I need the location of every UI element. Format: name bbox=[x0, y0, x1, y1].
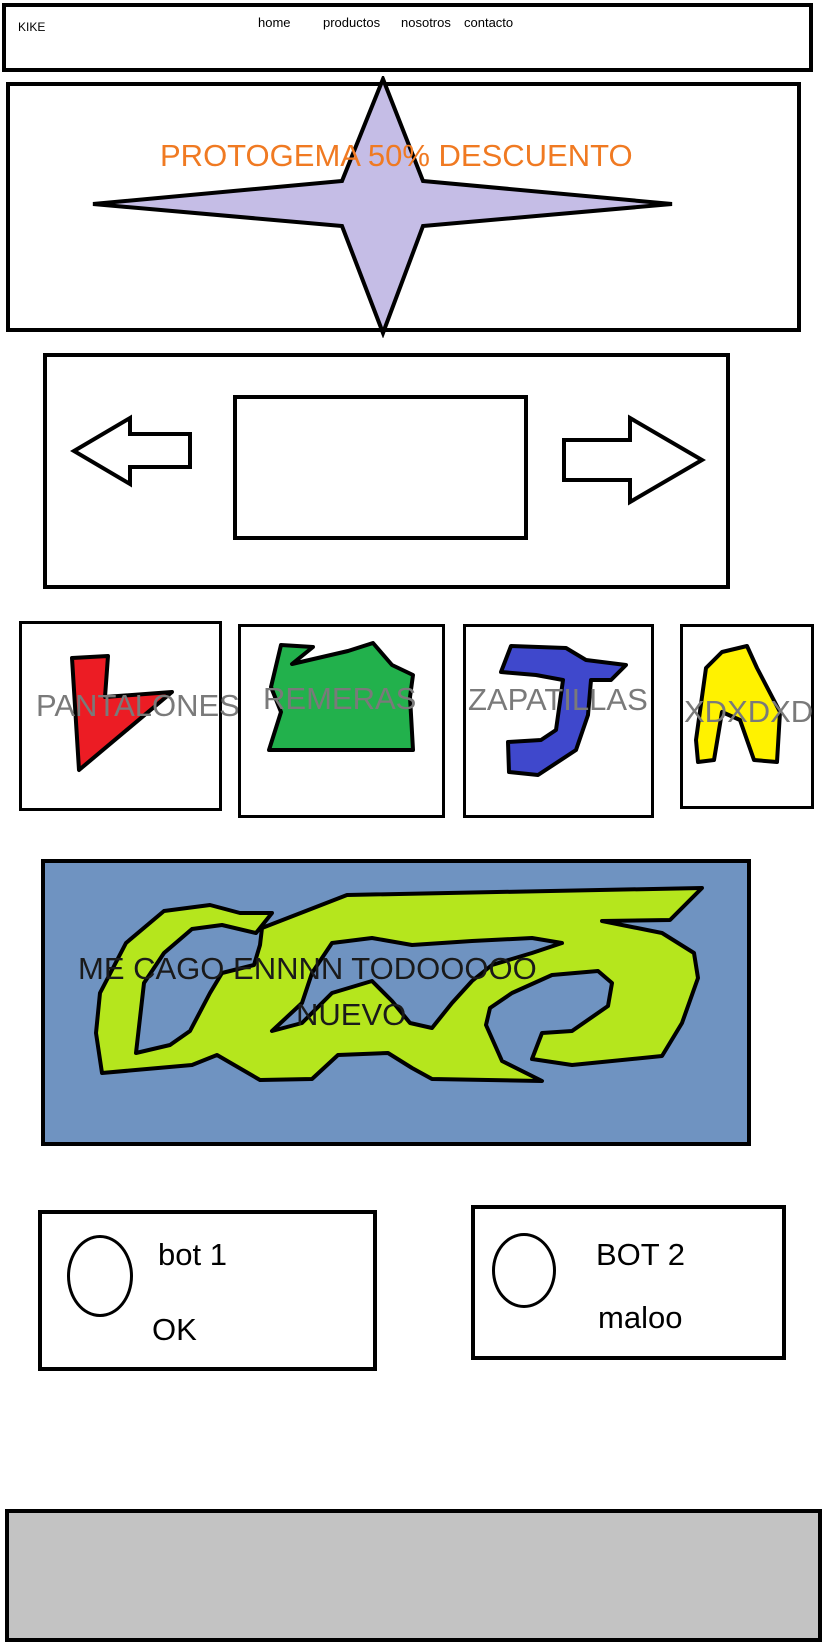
radio-circle-icon[interactable] bbox=[492, 1233, 556, 1308]
bot-1-subtitle: OK bbox=[152, 1312, 197, 1347]
green-scribble-icon bbox=[94, 886, 704, 1083]
yellow-shape-icon bbox=[694, 644, 782, 764]
bot-2-subtitle: maloo bbox=[598, 1300, 683, 1335]
category-label: REMERAS bbox=[263, 681, 417, 716]
category-label: ZAPATILLAS bbox=[468, 682, 648, 717]
green-shape-icon bbox=[267, 641, 415, 752]
header bbox=[2, 3, 813, 72]
carousel-slide[interactable] bbox=[233, 395, 528, 540]
blue-shape-icon bbox=[499, 644, 628, 777]
nav-contacto[interactable]: contacto bbox=[464, 15, 514, 30]
nav-productos[interactable]: productos bbox=[323, 15, 381, 30]
category-label: XDXDXD bbox=[684, 694, 814, 729]
footer bbox=[5, 1509, 822, 1642]
banner-subtitle: NUEVO bbox=[296, 997, 407, 1032]
banner-title: ME CAGO ENNNN TODOOOOO bbox=[78, 951, 537, 986]
nav-nosotros[interactable]: nosotros bbox=[401, 15, 451, 30]
bot-1-title: bot 1 bbox=[158, 1237, 227, 1272]
bot-2-title: BOT 2 bbox=[596, 1237, 686, 1272]
arrow-right-icon[interactable] bbox=[560, 414, 706, 506]
nav-home[interactable]: home bbox=[258, 15, 291, 30]
category-label: PANTALONES bbox=[36, 688, 240, 723]
brand-logo[interactable]: KIKE bbox=[18, 20, 46, 34]
radio-circle-icon[interactable] bbox=[67, 1235, 133, 1317]
arrow-left-icon[interactable] bbox=[70, 414, 194, 488]
promo-text: PROTOGEMA 50% DESCUENTO bbox=[160, 138, 633, 173]
red-shape-icon bbox=[70, 654, 174, 772]
star-icon bbox=[92, 76, 673, 338]
